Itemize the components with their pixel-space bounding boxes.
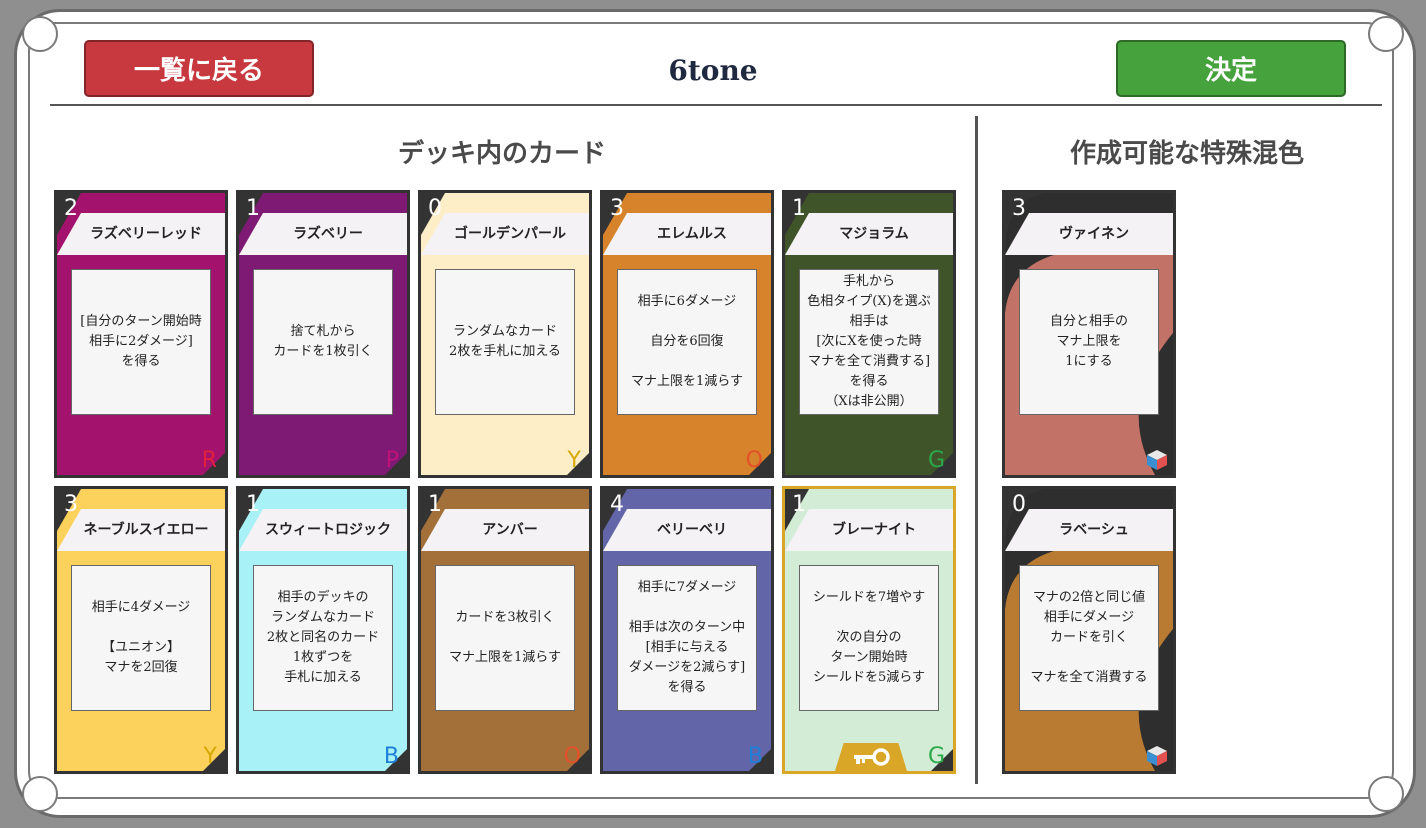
card-cost: 4 [610,492,624,517]
card-effect-text: 相手のデッキの ランダムなカード 2枚と同名のカード 1枚ずつを 手札に加える [253,565,393,711]
card-cost: 1 [792,196,806,221]
card-effect-text: 捨て札から カードを1枚引く [253,269,393,415]
key-badge [835,743,907,771]
frame-corner-ornament [1368,776,1404,812]
card-effect-text: ランダムなカード 2枚を手札に加える [435,269,575,415]
special-mix-heading: 作成可能な特殊混色 [1070,139,1305,169]
deck-card[interactable]: 1 ラズベリー捨て札から カードを1枚引く P [236,190,410,478]
card-color-letter: G [927,448,945,473]
frame-corner-ornament [1368,16,1404,52]
card-effect-text: 相手に7ダメージ 相手は次のターン中 [相手に与える ダメージを2減らす] を得… [617,565,757,711]
card-name: ラベーシュ [1059,522,1129,538]
card-cost: 0 [1012,492,1026,517]
card-color-letter: Y [203,744,217,769]
card-name: ゴールデンパール [454,226,566,242]
card-name: ネーブルスイエロー [83,522,209,538]
special-mix-card[interactable]: 3 ヴァイネン自分と相手の マナ上限を 1にする [1002,190,1176,478]
card-name: アンバー [482,522,538,538]
card-name: ヴァイネン [1059,226,1129,242]
card-name: ラズベリーレッド [90,226,202,242]
deck-card[interactable]: 1 スウィートロジック相手のデッキの ランダムなカード 2枚と同名のカード 1枚ず… [236,486,410,774]
deck-card[interactable]: 0 ゴールデンパールランダムなカード 2枚を手札に加える Y [418,190,592,478]
deck-card[interactable]: 1 マジョラム手札から 色相タイプ(X)を選ぶ 相手は [次にXを使った時 マナを… [782,190,956,478]
card-name: ベリーベリ [657,522,727,538]
card-cost: 3 [64,492,78,517]
card-color-letter: B [383,744,399,769]
card-cost: 1 [792,492,806,517]
card-color-letter: O [745,448,763,473]
card-color-letter: G [927,744,945,769]
card-name: スウィートロジック [265,522,391,538]
card-cost: 3 [1012,196,1026,221]
deck-card[interactable]: 4 ベリーベリ相手に7ダメージ 相手は次のターン中 [相手に与える ダメージを2減… [600,486,774,774]
card-effect-text: カードを3枚引く マナ上限を1減らす [435,565,575,711]
deck-title: 6tone [668,54,758,87]
confirm-button[interactable]: 決定 [1116,40,1346,97]
card-name: ラズベリー [293,226,363,242]
card-cost: 3 [610,196,624,221]
card-cost: 0 [428,196,442,221]
deck-cards-heading: デッキ内のカード [398,139,607,169]
card-cost: 1 [428,492,442,517]
card-effect-text: シールドを7増やす 次の自分の ターン開始時 シールドを5減らす [799,565,939,711]
card-color-letter: Y [567,448,581,473]
deck-card[interactable]: 3 ネーブルスイエロー相手に4ダメージ 【ユニオン】 マナを2回復 Y [54,486,228,774]
card-name: マジョラム [839,226,909,242]
deck-card[interactable]: 1 ブレーナイトシールドを7増やす 次の自分の ターン開始時 シールドを5減らす G [782,486,956,774]
card-color-letter: B [747,744,763,769]
deck-card[interactable]: 3 エレムルス相手に6ダメージ 自分を6回復 マナ上限を1減らす O [600,190,774,478]
card-color-letter: O [563,744,581,769]
card-color-letter: R [201,448,217,473]
card-effect-text: マナの2倍と同じ値 相手にダメージ カードを引く マナを全て消費する [1019,565,1159,711]
card-color-letter: P [385,448,399,473]
card-cost: 1 [246,196,260,221]
card-effect-text: 手札から 色相タイプ(X)を選ぶ 相手は [次にXを使った時 マナを全て消費する… [799,269,939,415]
special-mix-card[interactable]: 0 ラベーシュマナの2倍と同じ値 相手にダメージ カードを引く マナを全て消費する [1002,486,1176,774]
deck-card[interactable]: 2 ラズベリーレッド [自分のターン開始時 相手に2ダメージ] を得る R [54,190,228,478]
card-effect-text: 相手に6ダメージ 自分を6回復 マナ上限を1減らす [617,269,757,415]
card-name: エレムルス [657,226,727,242]
card-cost: 1 [246,492,260,517]
frame-corner-ornament [22,776,58,812]
card-effect-text: 自分と相手の マナ上限を 1にする [1019,269,1159,415]
card-cost: 2 [64,196,78,221]
header-divider [50,104,1382,106]
section-divider [975,116,978,784]
back-to-list-button[interactable]: 一覧に戻る [84,40,314,97]
frame-corner-ornament [22,16,58,52]
card-effect-text: [自分のターン開始時 相手に2ダメージ] を得る [71,269,211,415]
color-cube-icon [1147,746,1167,766]
deck-card[interactable]: 1 アンバーカードを3枚引く マナ上限を1減らす O [418,486,592,774]
key-icon [854,748,890,766]
card-name: ブレーナイト [832,522,916,538]
card-effect-text: 相手に4ダメージ 【ユニオン】 マナを2回復 [71,565,211,711]
color-cube-icon [1147,450,1167,470]
